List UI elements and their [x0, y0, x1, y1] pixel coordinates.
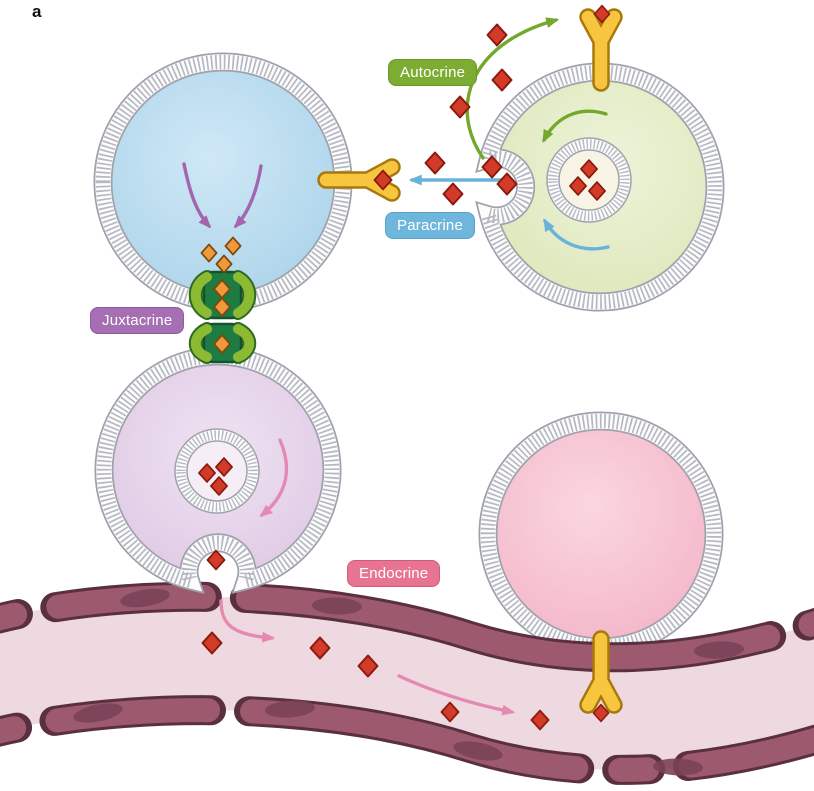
endothelial-nucleus: [694, 641, 744, 659]
ligand-red-diamond: [424, 151, 446, 175]
endocrine-label: Endocrine: [347, 560, 441, 587]
blood-vessel: [0, 581, 814, 785]
endothelial-nucleus: [265, 700, 315, 718]
paracrine-recycle-arrow: [543, 218, 610, 251]
endocrine-target-cell: [488, 421, 714, 647]
vessel-flow-arrow-2: [397, 674, 516, 716]
ligand-red-diamond: [442, 182, 464, 206]
endothelial-nucleus: [120, 588, 170, 608]
secretory-vesicle: [181, 435, 253, 507]
autocrine-label: Autocrine: [388, 59, 478, 86]
juxtacrine-label: Juxtacrine: [90, 307, 185, 334]
autocrine-recycle-arrow: [542, 109, 608, 143]
paracrine-label: Paracrine: [385, 212, 475, 239]
vessel-flow-arrow-1: [219, 599, 276, 643]
endocrine-secretion-arrow: [259, 438, 289, 518]
juxtacrine-signal-arrow-right: [233, 164, 263, 229]
juxtacrine-signal-arrow-left: [182, 162, 212, 229]
endothelial-nucleus: [73, 703, 123, 723]
ligand-red-diamond: [491, 68, 513, 92]
gap-junction: [188, 270, 257, 364]
endothelial-nucleus: [453, 741, 503, 761]
endothelial-cell-nuclei: [73, 588, 744, 776]
endothelial-nucleus: [653, 758, 703, 776]
endothelial-nucleus: [312, 597, 362, 615]
panel-label: a: [32, 2, 42, 21]
vessel-lumen: [0, 596, 814, 770]
secretory-vesicle: [553, 144, 625, 216]
